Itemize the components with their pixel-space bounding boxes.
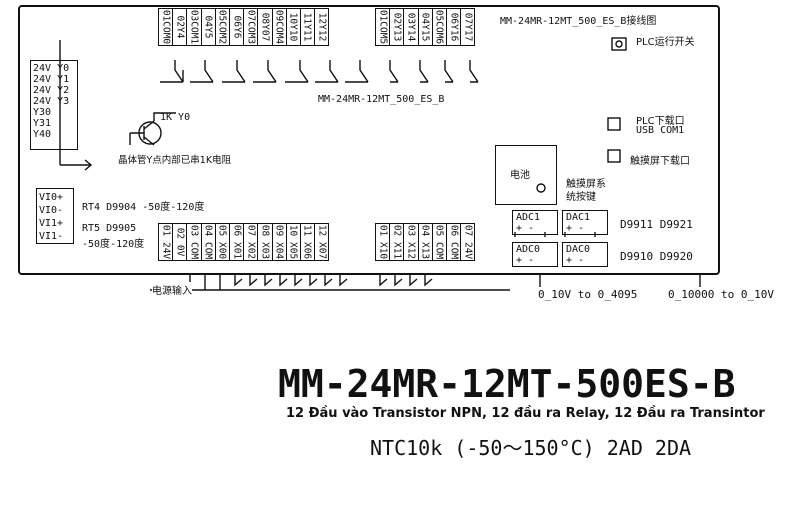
touch-key-line: 统按键 — [566, 192, 596, 203]
terminal: 05 COM — [433, 224, 447, 260]
adc1-label: ADC1 — [516, 212, 541, 223]
io-row: 24V Y0 — [33, 63, 70, 74]
left-io-block: 24V Y0 24V Y1 24V Y2 24V Y3 Y30 Y31 Y40 — [30, 60, 78, 150]
plc-run-switch-label: PLC运行开关 — [636, 37, 695, 48]
terminal: 09COM4 — [273, 9, 287, 45]
terminal: 10Y10 — [287, 9, 301, 45]
terminal: 02Y13 — [390, 9, 405, 45]
terminal: 05COM2 — [216, 9, 230, 45]
terminal: 09 X04 — [273, 224, 287, 260]
terminal: 01COM0 — [159, 9, 174, 45]
rt5-range-label: -50度-120度 — [82, 239, 145, 250]
terminal: 10 X05 — [287, 224, 301, 260]
adc0-box: ADC0 + - — [512, 242, 558, 267]
plc-download-label: PLC下载口 — [636, 116, 685, 127]
product-model: MM-24MR-12MT-500ES-B — [278, 362, 736, 406]
vi-label: VI0- — [39, 205, 64, 216]
terminal: 03 COM — [187, 224, 202, 260]
rt5-label: RT5 D9905 — [82, 223, 137, 234]
terminal: 06Y16 — [447, 9, 462, 45]
terminal: 07COM3 — [244, 9, 259, 45]
terminal: 11 X06 — [301, 224, 316, 260]
touch-key-label: 触摸屏系 统按键 — [566, 178, 606, 204]
terminal: 04 COM — [202, 224, 216, 260]
terminal: 02 0V — [173, 224, 188, 260]
wiring-board — [18, 5, 720, 275]
d9911-label: D9911 D9921 — [620, 218, 693, 231]
wiring-title: MM-24MR-12MT_500_ES_B接线图 — [500, 16, 657, 27]
terminal: 04 X13 — [419, 224, 433, 260]
terminal: 04Y15 — [419, 9, 433, 45]
terminal: 11Y11 — [301, 9, 316, 45]
dac1-box: DAC1 + - — [562, 210, 608, 235]
io-row: Y40 — [33, 129, 52, 140]
touch-download-label: 触摸屏下载口 — [630, 156, 690, 167]
io-row: Y30 — [33, 107, 52, 118]
adc0-label: ADC0 — [516, 244, 541, 255]
polarity-label: + - — [516, 255, 535, 266]
io-row: Y31 — [33, 118, 52, 129]
terminal: 12 X07 — [316, 224, 328, 260]
vi-label: VI0+ — [39, 192, 64, 203]
board-model-label: MM-24MR-12MT_500_ES_B — [318, 94, 445, 105]
adc-range-label: 0_10V to 0_4095 — [538, 288, 638, 301]
polarity-label: + - — [566, 255, 585, 266]
terminal: 06 X01 — [230, 224, 245, 260]
battery-label: 电池 — [510, 170, 530, 181]
dac1-label: DAC1 — [566, 212, 591, 223]
top-terminal-block-left: 01COM0 02Y4 03COM1 04Y5 05COM2 06Y6 07CO… — [158, 8, 330, 46]
product-subtitle: 12 Đầu vào Transistor NPN, 12 đầu ra Rel… — [286, 406, 765, 421]
top-terminal-block-right: 01COM5 02Y13 03Y14 04Y15 05COM6 06Y16 07… — [375, 8, 476, 46]
vi-label: VI1+ — [39, 218, 64, 229]
terminal: 08Y07 — [258, 9, 273, 45]
terminal: 08 X03 — [258, 224, 273, 260]
power-input-label: 电源输入 — [152, 282, 192, 297]
terminal: 01 24V — [159, 224, 174, 260]
polarity-label: + - — [516, 223, 535, 234]
rt4-label: RT4 D9904 -50度-120度 — [82, 202, 205, 213]
product-spec: NTC10k (-50～150°C) 2AD 2DA — [370, 436, 692, 460]
dac-range-label: 0_10000 to 0_10V — [668, 288, 774, 301]
terminal: 04Y5 — [202, 9, 216, 45]
terminal: 07Y17 — [462, 12, 474, 42]
terminal: 02Y4 — [173, 9, 188, 45]
terminal: 01 X10 — [376, 224, 391, 260]
terminal: 01COM5 — [376, 9, 391, 45]
terminal: 03 X12 — [404, 224, 419, 260]
terminal: 07 X02 — [244, 224, 259, 260]
terminal: 12Y12 — [316, 12, 328, 42]
battery-box: 电池 — [495, 145, 557, 205]
vi-label: VI1- — [39, 231, 64, 242]
io-row: 24V Y1 — [33, 74, 70, 85]
io-row: 24V Y3 — [33, 96, 70, 107]
bottom-terminal-block-right: 01 X10 02 X11 03 X12 04 X13 05 COM 06 CO… — [375, 223, 476, 261]
terminal: 05COM6 — [433, 9, 447, 45]
transistor-note: 晶体管Y点内部已串1K电阻 — [118, 155, 232, 166]
dac0-box: DAC0 + - — [562, 242, 608, 267]
d9910-label: D9910 D9920 — [620, 250, 693, 263]
bottom-terminal-block-left: 01 24V 02 0V 03 COM 04 COM 05 X00 06 X01… — [158, 223, 330, 261]
dac0-label: DAC0 — [566, 244, 591, 255]
usb-com-label: USB COM1 — [636, 125, 685, 136]
terminal: 02 X11 — [390, 224, 405, 260]
terminal: 06Y6 — [230, 9, 245, 45]
terminal: 03COM1 — [187, 9, 202, 45]
polarity-label: + - — [566, 223, 585, 234]
io-row: 24V Y2 — [33, 85, 70, 96]
adc1-box: ADC1 + - — [512, 210, 558, 235]
touch-key-line: 触摸屏系 — [566, 179, 606, 190]
terminal: 03Y14 — [404, 9, 419, 45]
terminal: 05 X00 — [216, 224, 230, 260]
terminal: 06 COM — [447, 224, 462, 260]
vi-block: VI0+ VI0- VI1+ VI1- — [36, 188, 74, 244]
terminal: 07 24V — [462, 224, 474, 260]
transistor-label: 1K Y0 — [160, 112, 191, 123]
